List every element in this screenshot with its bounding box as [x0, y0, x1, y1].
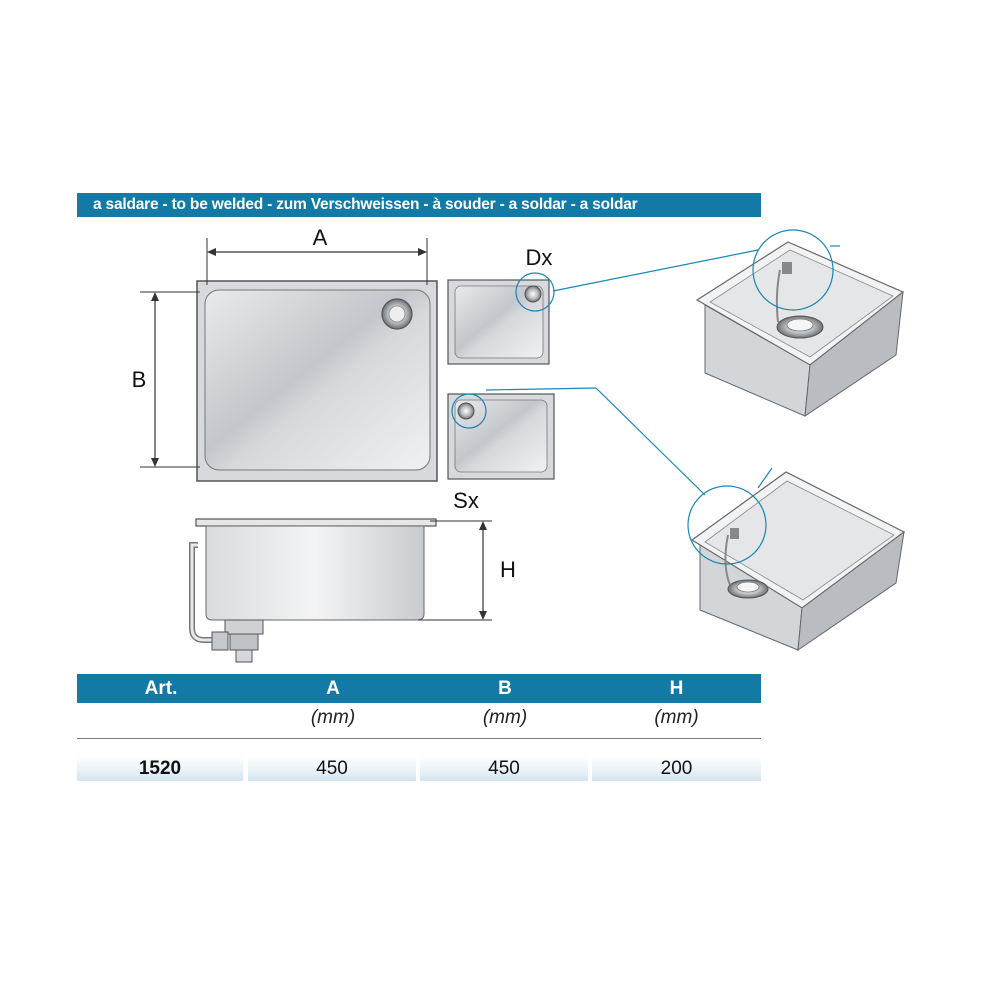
dx-top-view: Dx [447, 245, 555, 365]
welding-banner: a saldare - to be welded - zum Verschwei… [77, 193, 761, 217]
label-dx: Dx [526, 245, 553, 270]
header-art: Art. [144, 678, 178, 699]
table-header: Art. A B H [77, 674, 761, 703]
cell-h: 200 [592, 757, 761, 781]
side-view-sink [189, 518, 437, 663]
label-h: H [500, 557, 516, 582]
sx-leader-line [485, 387, 597, 391]
unit-h: (mm) [654, 707, 699, 728]
sx-top-view: Sx [447, 393, 555, 513]
label-sx: Sx [453, 488, 479, 513]
header-a: A [326, 678, 340, 699]
unit-b: (mm) [482, 707, 528, 728]
top-view-sink [196, 280, 438, 482]
dx-3d-sink [695, 229, 905, 418]
dx-leader-line [552, 249, 759, 292]
header-b: B [498, 678, 512, 699]
unit-a: (mm) [310, 707, 356, 728]
dimension-b: B [132, 291, 200, 468]
dimension-h: H [418, 520, 516, 621]
table-divider [77, 738, 761, 739]
label-a: A [313, 225, 328, 250]
cell-art: 1520 [77, 757, 243, 781]
dimension-a: A [206, 225, 428, 285]
sx-3d-sink [687, 467, 906, 652]
cell-a: 450 [248, 757, 416, 781]
header-h: H [669, 678, 684, 699]
label-b: B [132, 367, 147, 392]
cell-b: 450 [420, 757, 588, 781]
